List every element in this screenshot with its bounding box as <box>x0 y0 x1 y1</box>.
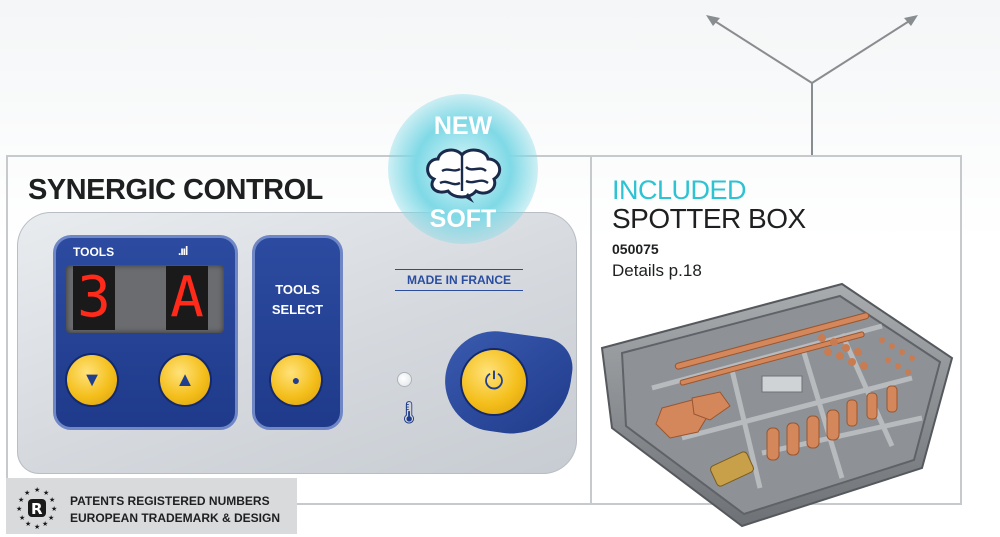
triangle-up-icon: ▲ <box>175 369 195 391</box>
patents-line-2: EUROPEAN TRADEMARK & DESIGN <box>70 511 281 525</box>
tools-label: TOOLS <box>73 245 115 259</box>
patents-strip <box>6 478 297 534</box>
tools-select-line1: TOOLS <box>275 282 320 297</box>
spotter-box-image <box>600 282 954 528</box>
svg-text:★: ★ <box>34 486 40 494</box>
panel-title: SYNERGIC CONTROL <box>28 174 323 206</box>
svg-text:R: R <box>31 500 43 518</box>
included-label: INCLUDED <box>612 175 747 205</box>
up-button[interactable]: ▲ <box>160 355 210 405</box>
digit-tool-number: 3 <box>73 266 115 330</box>
svg-text:★: ★ <box>51 505 57 513</box>
section-divider <box>590 155 592 505</box>
made-in-label: MADE IN FRANCE <box>395 269 523 291</box>
triangle-down-icon: ▼ <box>82 369 102 391</box>
thermometer-icon: 🌡 <box>395 400 423 425</box>
status-led <box>398 373 411 386</box>
product-reference: 050075 <box>612 241 659 257</box>
antenna-lines <box>706 15 918 155</box>
svg-text:★: ★ <box>42 520 48 528</box>
power-button[interactable]: ⏻ <box>462 350 526 414</box>
spotter-box-title: SPOTTER BOX <box>612 203 806 234</box>
svg-text:★: ★ <box>24 489 30 497</box>
power-icon: ⏻ <box>484 368 504 395</box>
svg-text:★: ★ <box>34 523 40 531</box>
digit-tool-mode: A <box>166 266 208 330</box>
svg-text:★: ★ <box>25 520 31 528</box>
tools-select-button[interactable]: ● <box>271 355 321 405</box>
tools-select-label: TOOLS SELECT <box>256 280 339 320</box>
svg-text:★: ★ <box>43 489 49 497</box>
dot-icon: ● <box>291 372 301 388</box>
tools-select-line2: SELECT <box>271 302 324 317</box>
patents-line-1: PATENTS REGISTERED NUMBERS <box>70 494 270 508</box>
down-button[interactable]: ▼ <box>67 355 117 405</box>
svg-text:★: ★ <box>48 514 54 522</box>
badge-soft-label: SOFT <box>429 205 497 233</box>
brain-icon <box>426 148 502 203</box>
svg-text:★: ★ <box>18 496 24 504</box>
svg-text:★: ★ <box>49 496 55 504</box>
svg-text:★: ★ <box>19 514 25 522</box>
eu-registered-icon: ★★★★ ★★★★ ★★★★ R <box>16 486 57 531</box>
signal-label: .ııl <box>178 244 188 258</box>
svg-text:★: ★ <box>16 505 22 513</box>
details-page: Details p.18 <box>612 261 702 280</box>
badge-new-label: NEW <box>433 112 493 140</box>
